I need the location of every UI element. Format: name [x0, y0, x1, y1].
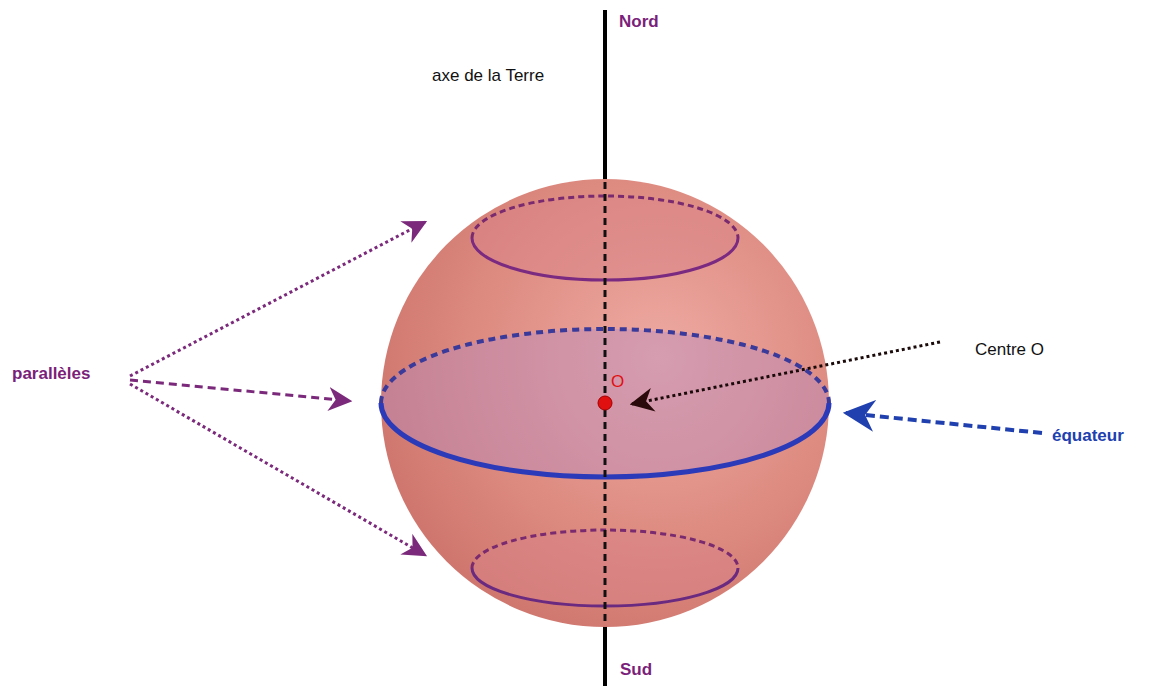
axis-label: axe de la Terre — [432, 66, 544, 86]
leader-line — [130, 222, 425, 376]
leader-line — [130, 384, 425, 555]
earth-axis — [603, 10, 607, 182]
centre-label: Centre O — [975, 340, 1044, 360]
leader-line — [130, 380, 350, 401]
leader-line — [632, 342, 940, 404]
parallel-label: parallèles — [12, 364, 90, 384]
sphere — [381, 179, 829, 627]
parallel-front — [472, 568, 738, 606]
equator-label: équateur — [1052, 426, 1124, 446]
pole-label: Nord — [619, 12, 659, 32]
point-label: O — [611, 372, 624, 392]
pole-label: Sud — [620, 660, 652, 680]
centre-point — [598, 396, 612, 410]
leader-line — [846, 413, 1042, 433]
earth-axis — [603, 625, 607, 686]
